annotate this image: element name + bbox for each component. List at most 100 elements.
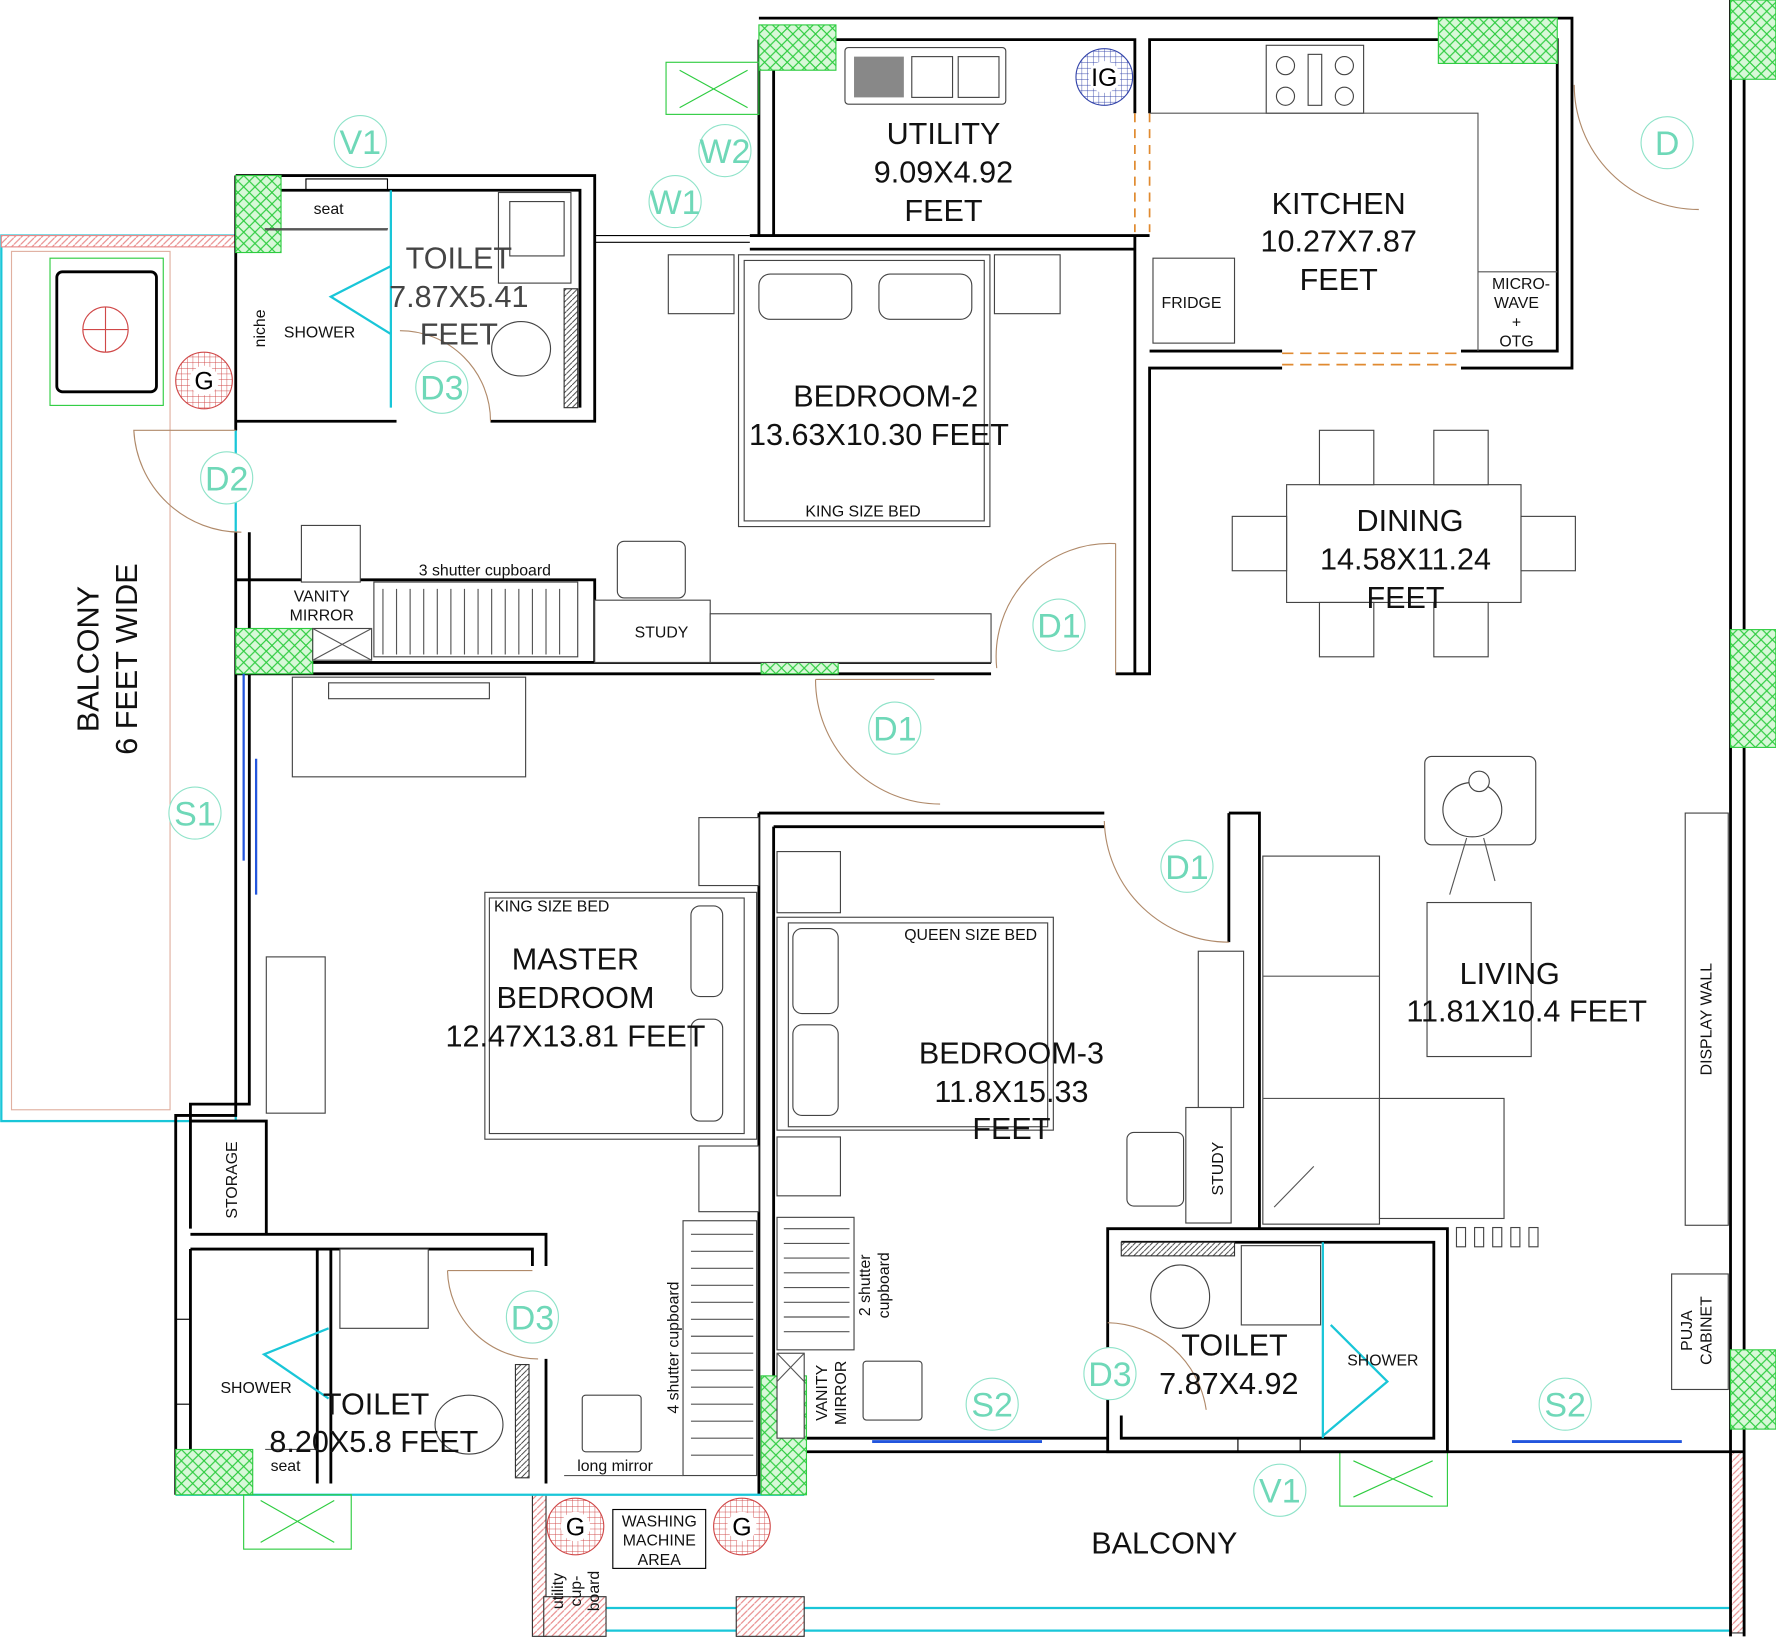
label-seat: seat	[314, 201, 345, 218]
label-cupboard: 4 shutter cupboard	[666, 1282, 683, 1414]
gas-points: G G G IG	[175, 48, 1134, 1556]
windows	[175, 61, 1682, 1550]
tag-label: S2	[1544, 1387, 1586, 1425]
tag-label: W1	[650, 184, 701, 222]
gas-label: G	[732, 1514, 751, 1542]
furniture	[264, 44, 1729, 1477]
label-cupboard: cupboard	[876, 1252, 893, 1318]
gas-point-icon: G	[175, 351, 233, 410]
gas-label: G	[566, 1514, 585, 1542]
gas-label: IG	[1091, 64, 1117, 92]
label-utility-cupboard: board	[586, 1571, 603, 1612]
label-vanity: MIRROR	[290, 608, 354, 625]
tag-label: D3	[511, 1299, 554, 1337]
label-vanity: MIRROR	[833, 1361, 850, 1425]
label-storage: STORAGE	[224, 1141, 241, 1218]
tag-label: D2	[205, 460, 248, 498]
room-utility-unit: FEET	[904, 194, 982, 228]
room-toilet-master-name: TOILET	[323, 1387, 429, 1421]
label-seat: seat	[271, 1458, 302, 1475]
tag-label: D1	[1165, 849, 1208, 887]
room-toilet-b3-name: TOILET	[1181, 1328, 1287, 1362]
room-kitchen-size: 10.27X7.87	[1261, 224, 1417, 258]
label-utility-cupboard: utility	[550, 1573, 567, 1609]
tag-label: D3	[420, 370, 463, 408]
room-toilet-b3-size: 7.87X4.92	[1159, 1367, 1298, 1401]
tag-s2: S2	[965, 1377, 1019, 1431]
room-toilet-top-size: 7.87X5.41	[389, 280, 528, 314]
tag-d1: D1	[1160, 839, 1214, 893]
room-bedroom3-unit: FEET	[972, 1112, 1050, 1146]
room-bedroom2-name: BEDROOM-2	[793, 380, 978, 414]
label-fridge: FRIDGE	[1162, 295, 1222, 312]
tag-s2: S2	[1538, 1377, 1592, 1431]
room-bedroom3-name: BEDROOM-3	[919, 1036, 1104, 1070]
label-cupboard: 3 shutter cupboard	[419, 562, 551, 579]
room-master-name: MASTER	[512, 942, 639, 976]
room-labels: UTILITY 9.09X4.92 FEET KITCHEN 10.27X7.8…	[72, 117, 1647, 1561]
label-study: STUDY	[635, 625, 689, 642]
room-dining-size: 14.58X11.24	[1320, 543, 1491, 577]
tag-label: D1	[873, 711, 916, 749]
room-dining-name: DINING	[1357, 504, 1464, 538]
label-niche: niche	[252, 309, 269, 347]
room-bedroom3-size: 11.8X15.33	[934, 1075, 1088, 1109]
tag-label: D1	[1037, 608, 1080, 646]
tag-s1: S1	[168, 786, 222, 840]
label-shower: SHOWER	[220, 1380, 291, 1397]
label-microwave: OTG	[1499, 334, 1533, 351]
label-washing: MACHINE	[623, 1533, 696, 1550]
tag-d: D	[1640, 116, 1694, 170]
tag-d1: D1	[1032, 598, 1086, 652]
room-kitchen-name: KITCHEN	[1272, 187, 1406, 221]
label-utility-cupboard: cup-	[568, 1576, 585, 1607]
tag-label: S1	[174, 796, 216, 834]
label-vanity: VANITY	[814, 1364, 831, 1420]
room-dining-unit: FEET	[1366, 581, 1444, 615]
label-microwave: WAVE	[1494, 295, 1539, 312]
label-puja: CABINET	[1698, 1296, 1715, 1365]
label-vanity: VANITY	[294, 588, 350, 605]
tag-d3: D3	[1083, 1347, 1137, 1401]
label-shower: SHOWER	[1347, 1353, 1418, 1370]
igas-point-icon: IG	[1075, 48, 1134, 106]
opening-tags: V1 W2 W1 D D3 D2 D1 D1 S1 D1 D3 D3 S2 S2…	[168, 114, 1694, 1517]
room-balcony-left-size: 6 FEET WIDE	[110, 563, 144, 754]
tag-label: D	[1655, 125, 1680, 163]
label-display-wall: DISPLAY WALL	[1698, 963, 1715, 1076]
label-king-bed: KING SIZE BED	[494, 899, 609, 916]
tag-label: W2	[699, 133, 750, 171]
label-microwave: MICRO-	[1492, 276, 1550, 293]
label-queen-bed: QUEEN SIZE BED	[904, 927, 1037, 944]
label-cupboard: 2 shutter	[857, 1254, 874, 1316]
tag-label: V1	[340, 124, 382, 162]
tag-v1: V1	[1253, 1463, 1307, 1517]
tag-d1: D1	[868, 701, 922, 755]
gas-label: G	[194, 368, 213, 396]
label-study: STUDY	[1210, 1141, 1227, 1195]
room-kitchen-unit: FEET	[1300, 263, 1378, 297]
tag-d3: D3	[505, 1290, 560, 1344]
room-living-size: 11.81X10.4 FEET	[1406, 994, 1647, 1028]
shoe-rack	[1455, 1226, 1539, 1248]
room-living-name: LIVING	[1460, 957, 1560, 991]
room-balcony-left-name: BALCONY	[72, 586, 106, 732]
label-long-mirror: long mirror	[577, 1458, 653, 1475]
label-shower: SHOWER	[284, 324, 355, 341]
label-microwave: +	[1512, 314, 1521, 331]
tag-w1: W1	[648, 174, 702, 229]
room-toilet-top-name: TOILET	[406, 241, 512, 275]
room-toilet-top-unit: FEET	[420, 317, 498, 351]
tag-w2: W2	[698, 123, 752, 178]
tag-label: D3	[1088, 1356, 1131, 1394]
tag-d2: D2	[200, 451, 254, 505]
exhaust-fan-icon	[82, 306, 129, 353]
label-puja: PUJA	[1679, 1310, 1696, 1351]
door-swings	[133, 84, 1699, 1437]
room-bedroom2-size: 13.63X10.30 FEET	[749, 418, 1009, 452]
gas-point-icon: G	[713, 1497, 771, 1556]
room-balcony-bottom-name: BALCONY	[1091, 1527, 1237, 1561]
room-toilet-master-size: 8.20X5.8 FEET	[269, 1425, 478, 1459]
room-utility-size: 9.09X4.92	[874, 155, 1013, 189]
